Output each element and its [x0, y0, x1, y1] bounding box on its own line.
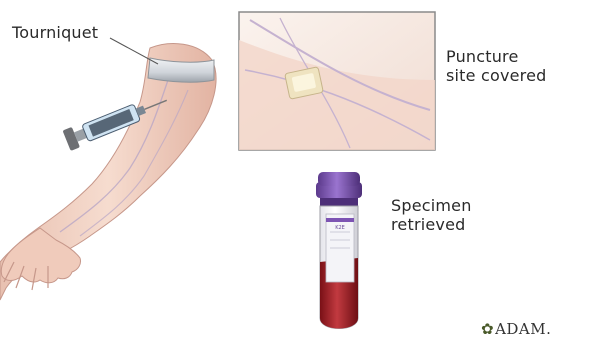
- tourniquet-label: Tourniquet: [12, 23, 98, 42]
- specimen-label: Specimen retrieved: [391, 196, 472, 234]
- puncture-site-label: Puncture site covered: [446, 47, 547, 85]
- adam-logo-text: ADAM.: [495, 320, 551, 338]
- blood-collection-tube: K2E: [316, 172, 362, 329]
- puncture-label-line2: site covered: [446, 66, 547, 85]
- specimen-label-line2: retrieved: [391, 215, 472, 234]
- tube-label: K2E: [335, 225, 345, 231]
- adam-logo: ✿ADAM.: [481, 320, 551, 338]
- tourniquet-band: [148, 58, 214, 82]
- specimen-label-line1: Specimen: [391, 196, 472, 215]
- adam-leaf-icon: ✿: [481, 320, 494, 338]
- puncture-site-inset: [239, 12, 435, 150]
- puncture-label-line1: Puncture: [446, 47, 547, 66]
